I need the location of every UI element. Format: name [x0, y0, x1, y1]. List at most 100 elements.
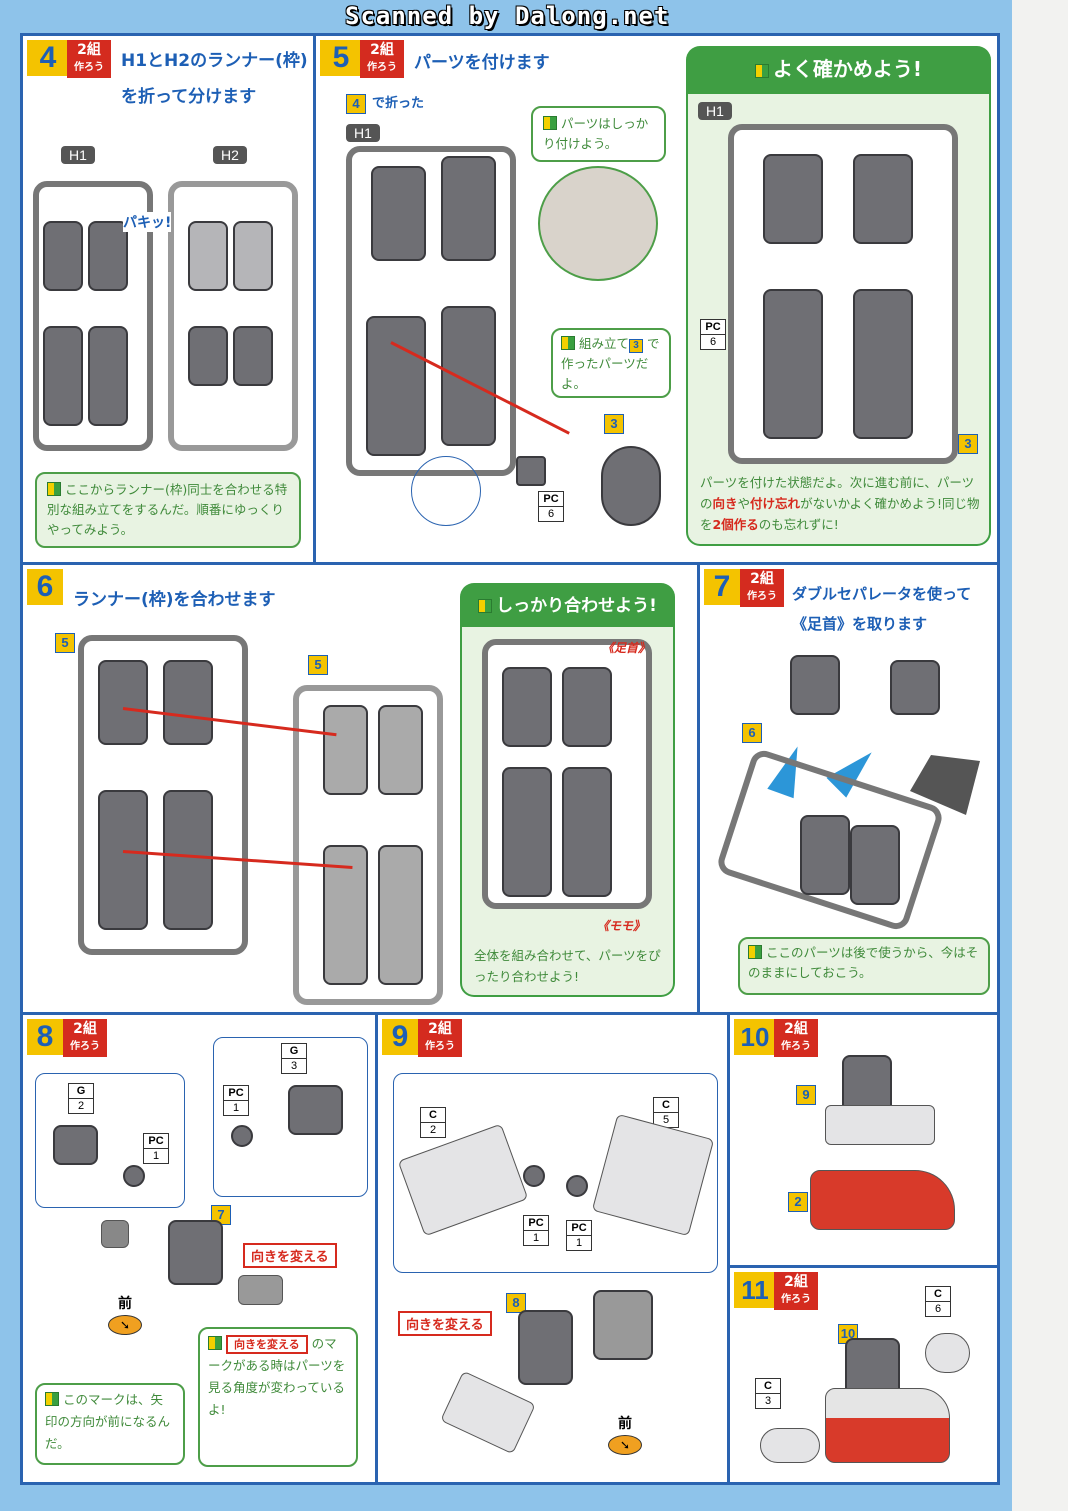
step-title: ランナー(枠)を合わせます	[73, 590, 276, 610]
part	[53, 1125, 98, 1165]
badge-line1: 2組	[784, 1274, 808, 1290]
part	[188, 326, 228, 386]
pc-number: 1	[524, 1230, 548, 1245]
runner-number: 3	[756, 1393, 780, 1408]
part	[562, 767, 612, 897]
part	[288, 1085, 343, 1135]
part	[441, 156, 496, 261]
step-number: 5	[320, 40, 362, 76]
step-title: ダブルセパレータを使って	[792, 585, 972, 603]
part	[760, 1428, 820, 1463]
step-title: H1とH2のランナー(枠)	[121, 51, 308, 71]
part	[378, 705, 423, 795]
step-number: 9	[382, 1019, 418, 1055]
runner-label-h2: H2	[213, 146, 247, 164]
step-number: 8	[27, 1019, 63, 1055]
pc-text: PC	[543, 493, 559, 505]
ref-step: 9	[796, 1085, 816, 1105]
note-box: 向きを変える のマークがある時はパーツを見る角度が変わっているよ!	[198, 1327, 358, 1467]
ref-step: 6	[742, 723, 762, 743]
step-number: 6	[27, 569, 63, 605]
ref-step: 2	[788, 1192, 808, 1212]
badge-line2: 作ろう	[70, 1041, 100, 1052]
detail-box	[393, 1073, 718, 1273]
note-text: このマークは、矢印の方向が前になるんだ。	[45, 1392, 171, 1451]
beginner-leaf-icon	[478, 599, 493, 613]
check-note: パーツを付けた状態だよ。次に進む前に、パーツの向きや付け忘れがないかよく確かめよ…	[700, 472, 985, 535]
check-note: 全体を組み合わせて、パーツをぴったり合わせよう!	[474, 948, 661, 984]
tip-text-a: 組み立て	[579, 336, 630, 351]
step-6-panel: 6 ランナー(枠)を合わせます 5 5 しっかり合わせよう! 《足首》 《モモ》…	[20, 562, 700, 1015]
check-banner: よく確かめよう!	[686, 46, 991, 94]
part-ref: 3	[958, 434, 978, 454]
front-mark: 前➘	[608, 1413, 642, 1455]
badge-line1: 2組	[428, 1021, 452, 1037]
runner-label: H1	[346, 124, 380, 142]
beginner-leaf-icon	[45, 1392, 59, 1406]
turn-label: 向きを変える	[226, 1335, 308, 1354]
part	[763, 154, 823, 244]
part	[98, 790, 148, 930]
front-text: 前	[118, 1296, 132, 1312]
runner-number: 6	[926, 1301, 950, 1316]
snap-callout: パキッ!	[123, 212, 172, 232]
pc-part	[123, 1165, 145, 1187]
badge-line2: 作ろう	[74, 62, 104, 73]
pc-text: PC	[148, 1135, 164, 1147]
note-text: ここのパーツは後で使うから、今はそのままにしておこう。	[748, 945, 979, 980]
step-10-panel: 10 2組作ろう 9 2	[727, 1012, 1000, 1268]
part	[850, 825, 900, 905]
label-thigh: 《モモ》	[597, 919, 646, 933]
ref-step: 5	[308, 655, 328, 675]
part	[88, 221, 128, 291]
pc-number: 6	[539, 506, 563, 521]
badge-line1: 2組	[77, 42, 101, 58]
part	[101, 1220, 129, 1248]
ref-text: で折った	[372, 96, 425, 111]
part	[88, 326, 128, 426]
ankle-part	[890, 660, 940, 715]
beginner-leaf-icon	[748, 945, 762, 959]
runner-number: 3	[282, 1058, 306, 1073]
front-text: 前	[618, 1416, 632, 1432]
tip-text: パーツはしっかり付けよう。	[543, 116, 649, 151]
part	[825, 1105, 935, 1145]
part	[518, 1310, 573, 1385]
part	[502, 767, 552, 897]
part	[593, 1290, 653, 1360]
badge-line1: 2組	[784, 1021, 808, 1037]
ref-step: 4	[346, 94, 366, 114]
beginner-leaf-icon	[754, 64, 769, 78]
runner-letter: C	[662, 1099, 670, 1111]
ref-step: 3	[629, 339, 644, 353]
two-set-badge: 2組作ろう	[740, 569, 784, 607]
step-title-2: を折って分けます	[121, 87, 257, 107]
part	[43, 221, 83, 291]
note-text: や	[737, 496, 751, 511]
part	[43, 326, 83, 426]
note-text: のマークがある時はパーツを見る角度が変わっているよ!	[208, 1336, 346, 1417]
runner-number: 5	[654, 1112, 678, 1127]
step-title: パーツを付けます	[414, 53, 550, 73]
pc-part	[231, 1125, 253, 1147]
two-set-badge: 2組作ろう	[774, 1272, 818, 1310]
runner-letter: G	[76, 1085, 86, 1097]
note-text: パーツを付けた状態だよ。次に進む前に、パーツの	[700, 475, 975, 511]
base-part	[825, 1388, 950, 1463]
tip-text-b: で作ったパーツだよ。	[561, 336, 660, 391]
arrow-icon: ➘	[108, 1315, 142, 1335]
pc-text: PC	[528, 1217, 544, 1229]
pc-text: PC	[705, 321, 721, 333]
step-number: 10	[734, 1019, 776, 1055]
part	[853, 289, 913, 439]
part	[168, 1220, 223, 1285]
two-set-badge: 2組作ろう	[67, 40, 111, 78]
part	[763, 289, 823, 439]
